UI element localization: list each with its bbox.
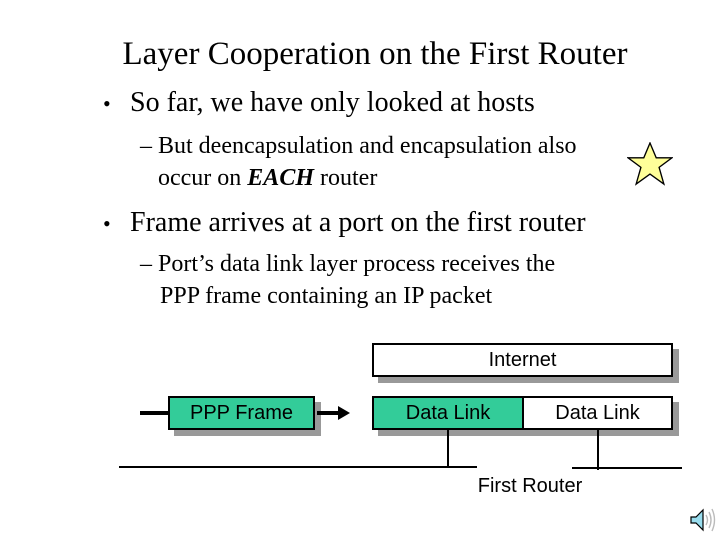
bullet-2-text: Frame arrives at a port on the first rou… bbox=[130, 207, 586, 238]
right-port-connector-line bbox=[597, 430, 599, 470]
frame-arrow-head-icon bbox=[338, 406, 350, 420]
left-network-line bbox=[119, 466, 477, 468]
dash-marker: – bbox=[140, 251, 152, 277]
data-link-left-box: Data Link bbox=[374, 398, 524, 428]
data-link-right-box: Data Link bbox=[524, 398, 671, 428]
bullet-1-text: So far, we have only looked at hosts bbox=[130, 87, 535, 118]
bullet-1: • So far, we have only looked at hosts bbox=[103, 87, 535, 120]
internet-box-label: Internet bbox=[488, 348, 557, 371]
right-network-line bbox=[572, 467, 682, 469]
first-router-label: First Router bbox=[477, 475, 583, 497]
incoming-frame-line bbox=[140, 411, 168, 415]
sub-bullet-2-line-1: –Port’s data link layer process receives… bbox=[140, 250, 555, 278]
bullet-2: • Frame arrives at a port on the first ro… bbox=[103, 207, 586, 240]
bullet-marker: • bbox=[103, 211, 111, 236]
sub-bullet-1-line2-post: router bbox=[314, 165, 378, 191]
data-link-right-label: Data Link bbox=[555, 401, 640, 424]
sub-bullet-2-line-2: PPP frame containing an IP packet bbox=[160, 283, 493, 309]
left-port-connector-line bbox=[447, 430, 449, 468]
data-link-left-label: Data Link bbox=[405, 401, 491, 424]
speaker-icon[interactable] bbox=[689, 506, 716, 536]
star-icon bbox=[627, 142, 673, 186]
data-link-row: Data Link Data Link bbox=[372, 396, 673, 430]
sub-bullet-1-line-2: occur on EACH router bbox=[158, 164, 377, 192]
frame-arrow-line bbox=[317, 411, 338, 415]
dash-marker: – bbox=[140, 133, 152, 159]
ppp-frame-box-label: PPP Frame bbox=[190, 401, 293, 424]
sub-bullet-2-text: Port’s data link layer process receives … bbox=[158, 251, 556, 277]
sub-bullet-1-line2-emphasis: EACH bbox=[247, 165, 314, 191]
page-title: Layer Cooperation on the First Router bbox=[122, 36, 628, 72]
internet-box: Internet bbox=[372, 343, 673, 377]
sub-bullet-1-line-1: –But deencapsulation and encapsulation a… bbox=[140, 132, 577, 160]
sub-bullet-1-line2-pre: occur on bbox=[158, 165, 248, 191]
ppp-frame-box: PPP Frame bbox=[168, 396, 315, 430]
sub-bullet-1-text: But deencapsulation and encapsulation al… bbox=[158, 133, 577, 159]
bullet-marker: • bbox=[103, 91, 111, 116]
